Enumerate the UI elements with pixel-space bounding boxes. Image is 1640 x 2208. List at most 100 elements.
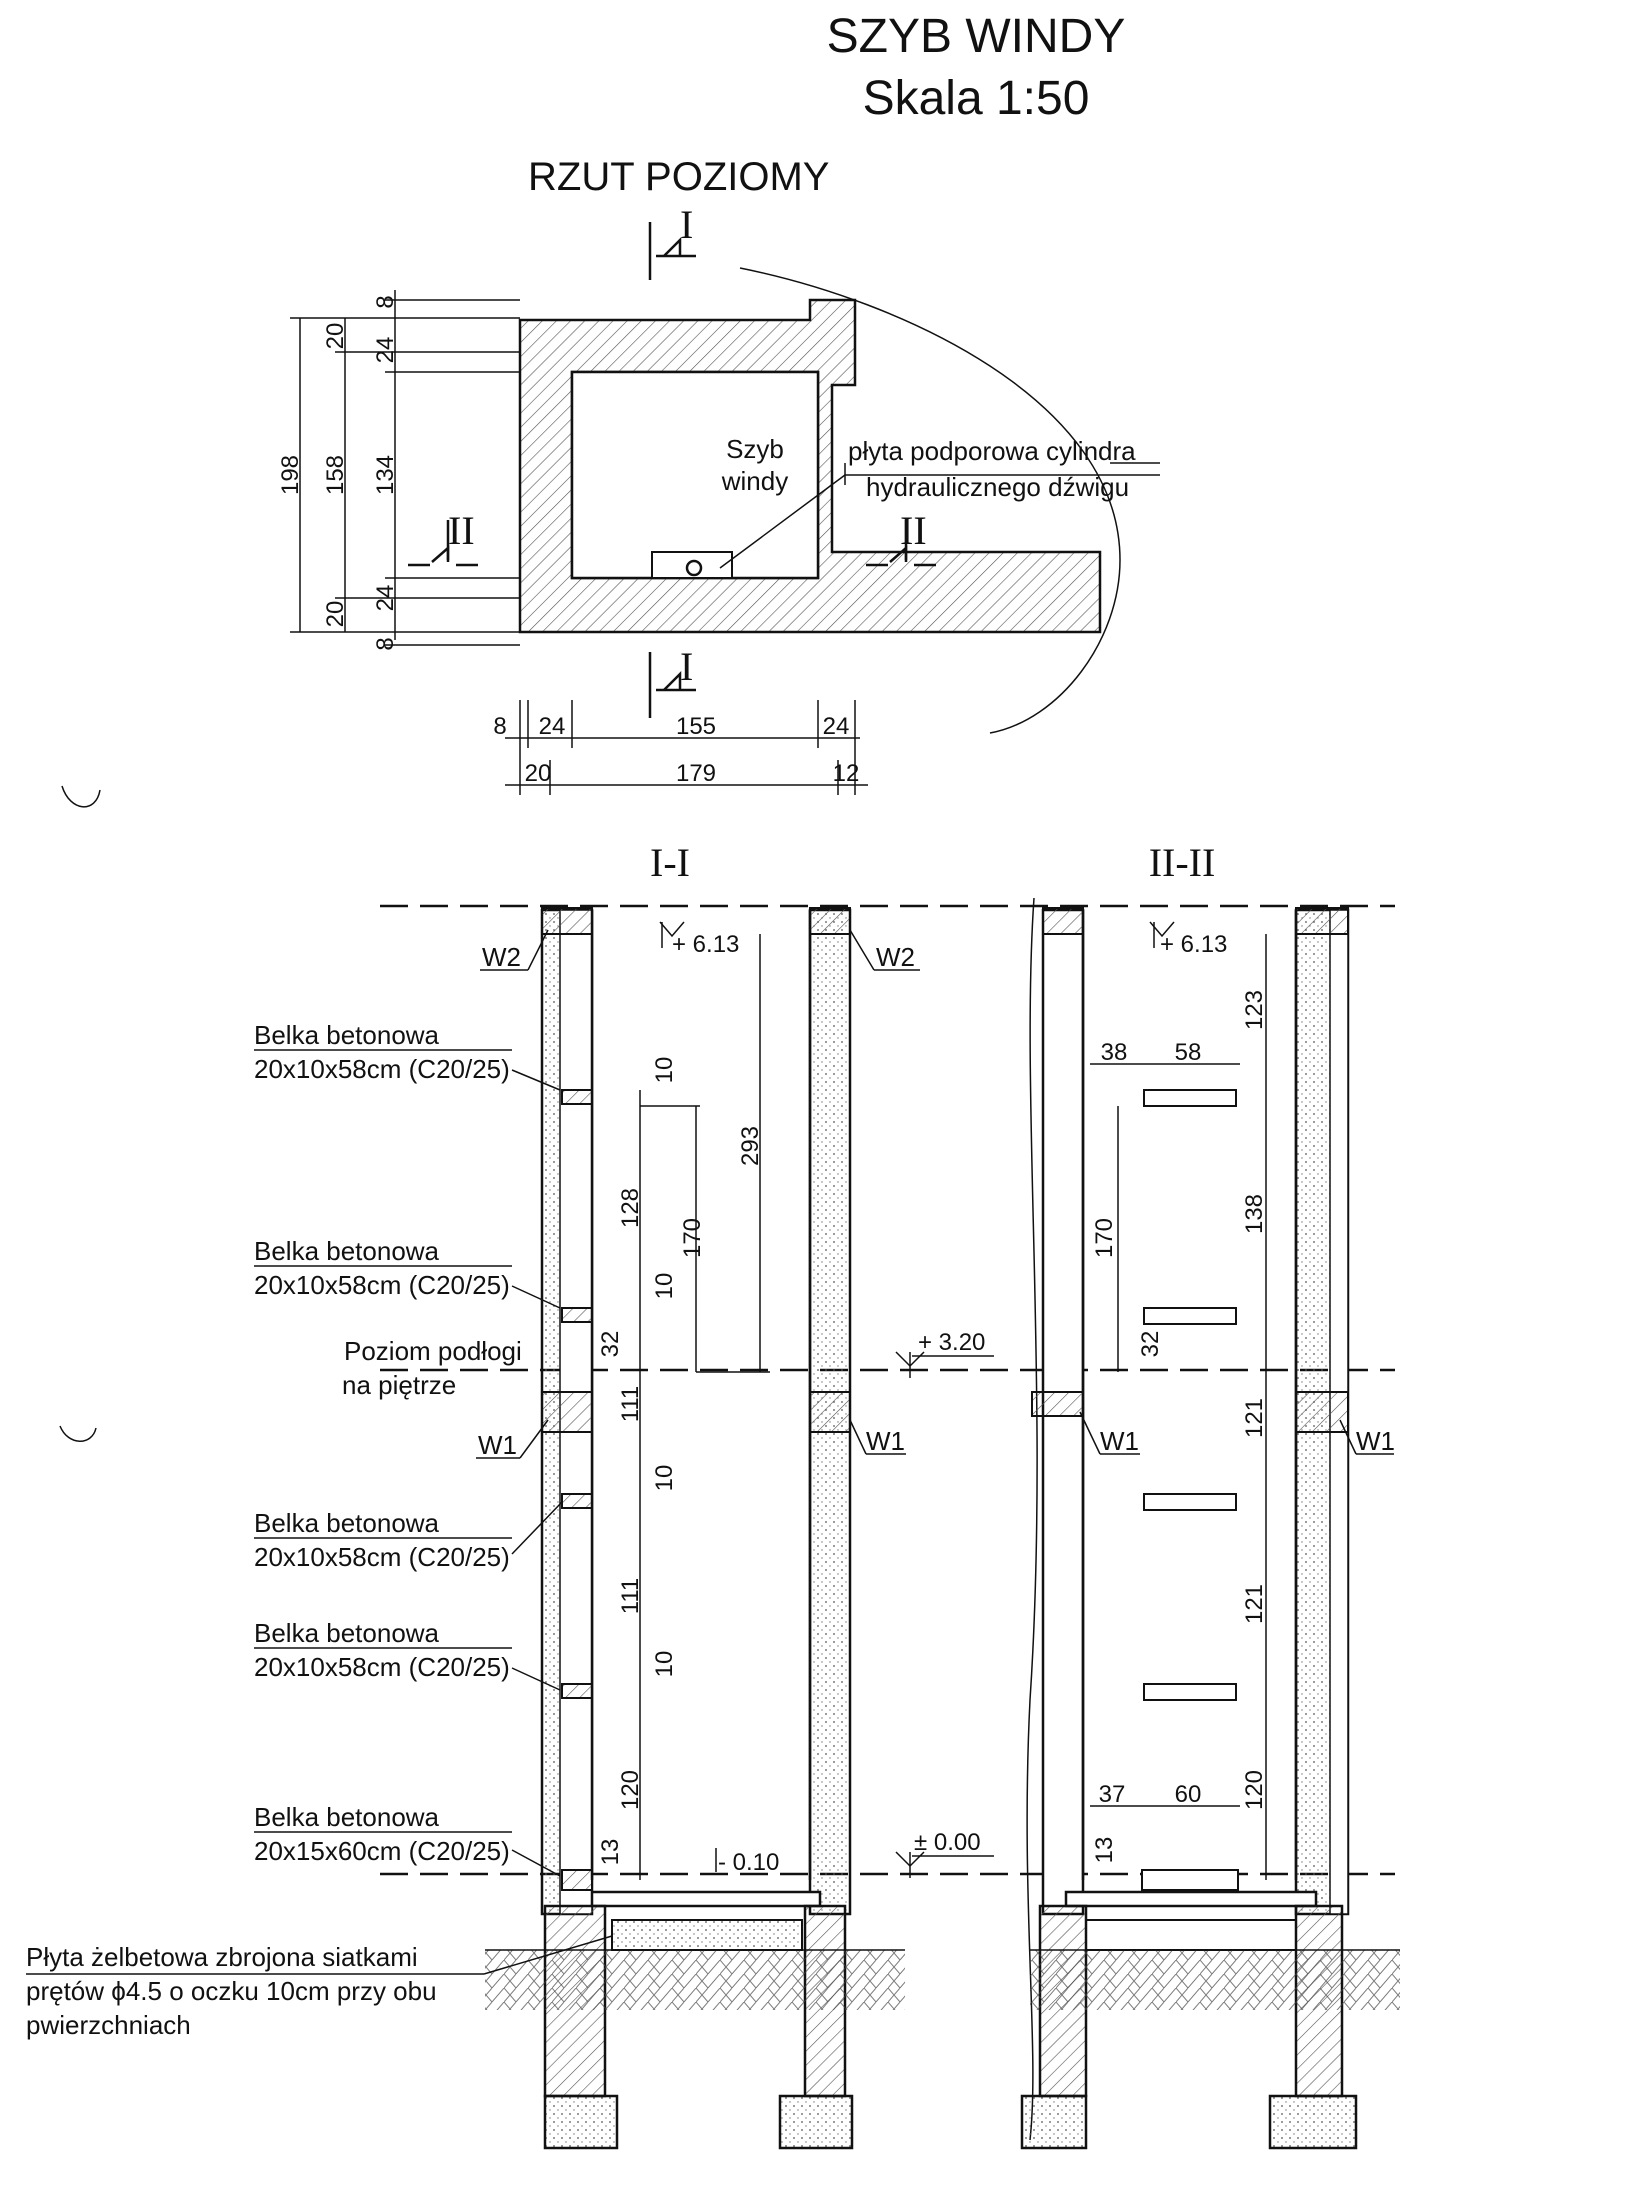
beam-label-2-line1: Belka betonowa [254,1236,440,1266]
svg-text:8: 8 [372,295,399,308]
beam-label-4-line1: Belka betonowa [254,1618,440,1648]
svg-text:58: 58 [1175,1039,1202,1066]
level-marks: + 3.20 ± 0.00 [895,1329,994,1878]
svg-text:120: 120 [617,1770,644,1810]
beam-opening [1143,1089,1237,1107]
soil-II [1030,1950,1400,2010]
footing-right-II [1268,2094,1358,2150]
svg-text:10: 10 [651,1465,678,1492]
plan-shaft-interior [570,370,820,580]
svg-text:121: 121 [1241,1398,1268,1438]
soil-I [485,1950,905,2010]
svg-text:24: 24 [823,713,850,740]
svg-text:111: 111 [617,1578,644,1614]
svg-text:293: 293 [737,1126,764,1166]
cut-marker-II-left: II [408,508,478,567]
slab-note-line3: pwierzchniach [26,2010,191,2040]
cut-marker-I-top: I [648,202,696,280]
shaft-label-2: windy [721,466,788,496]
beam-label-3-line2: 20x10x58cm (C20/25) [254,1542,510,1572]
beam-stub [561,1869,593,1891]
punch-hole [59,1425,97,1442]
svg-text:123: 123 [1241,990,1268,1030]
beam-opening [1143,1493,1237,1511]
pit-slab-I [590,1890,822,1908]
svg-text:8: 8 [493,713,506,740]
svg-text:10: 10 [651,1057,678,1084]
svg-text:155: 155 [676,713,716,740]
beam-label-3-line1: Belka betonowa [254,1508,440,1538]
beam-label-5-line2: 20x15x60cm (C20/25) [254,1836,510,1866]
svg-text:I: I [680,202,693,247]
section-I-title: I-I [650,840,690,885]
svg-text:120: 120 [1241,1770,1268,1810]
svg-text:12: 12 [833,760,860,787]
drawing-scale: Skala 1:50 [863,72,1090,125]
cut-marker-II-right: II [866,508,936,567]
level-zero-label: ± 0.00 [914,1829,981,1856]
beam-stub [561,1683,593,1699]
slab-note-line1: Płyta żelbetowa zbrojona siatkami [26,1942,418,1972]
w2-right [809,907,851,935]
svg-text:121: 121 [1241,1584,1268,1624]
svg-text:I: I [680,644,693,689]
plan-break-line [739,267,1121,734]
plan-view: Szyb windy płyta podporowa cylindra hydr… [277,202,1160,795]
svg-text:20: 20 [322,323,349,350]
svg-text:32: 32 [597,1331,624,1358]
svg-text:II: II [900,508,927,553]
w1-left [541,1391,593,1433]
svg-text:20: 20 [322,601,349,628]
label-w2-left: W2 [482,942,521,972]
w1-right [809,1391,851,1433]
section-I: + 6.13 - 0.10 W2 W2 W1 W1 Belka betonowa… [254,907,920,2150]
svg-text:+ 6.13: + 6.13 [1160,931,1227,958]
section-II-title: II-II [1149,840,1216,885]
svg-text:20: 20 [525,760,552,787]
beam-label-5-line1: Belka betonowa [254,1802,440,1832]
beam-stub [561,1307,593,1323]
svg-text:13: 13 [597,1839,624,1866]
svg-text:134: 134 [372,455,399,495]
pit-slab-II [1064,1890,1318,1908]
w1-right-II [1295,1391,1349,1433]
svg-text:24: 24 [539,713,566,740]
label-w2-right: W2 [876,942,915,972]
slab-note: Płyta żelbetowa zbrojona siatkami prętów… [26,1935,613,2040]
beam-stub [561,1089,593,1105]
beam-label-2-line2: 20x10x58cm (C20/25) [254,1270,510,1300]
svg-text:- 0.10: - 0.10 [718,1849,779,1876]
plate-note-1: płyta podporowa cylindra [848,436,1136,466]
floor-label-1: Poziom podłogi [344,1336,522,1366]
beam-stub [561,1493,593,1509]
footing-left-I [543,2094,619,2150]
svg-text:158: 158 [322,455,349,495]
floor-label-2: na piętrze [342,1370,456,1400]
beam-label-4-line2: 20x10x58cm (C20/25) [254,1652,510,1682]
w2-left [541,907,593,935]
svg-text:60: 60 [1175,1781,1202,1808]
svg-text:32: 32 [1137,1331,1164,1358]
beam-label-1-line1: Belka betonowa [254,1020,440,1050]
label-w1-right: W1 [866,1426,905,1456]
beam-opening [1143,1307,1237,1325]
shaft-label-1: Szyb [726,434,784,464]
slab-note-line2: prętów ϕ4.5 o oczku 10cm przy obu [26,1976,437,2006]
support-plate [651,551,733,579]
punch-hole [61,785,101,808]
svg-text:170: 170 [679,1218,706,1258]
svg-text:24: 24 [372,585,399,612]
svg-text:10: 10 [651,1273,678,1300]
svg-text:13: 13 [1091,1837,1118,1864]
plan-horizontal-dims: 8 24 155 24 20 179 12 [493,700,868,795]
svg-text:24: 24 [372,337,399,364]
drawing-title: SZYB WINDY [827,10,1126,63]
beam-opening [1143,1683,1237,1701]
svg-text:198: 198 [277,455,304,495]
section-II: + 6.13 W1 W1 38 58 37 60 123 138 121 121… [1020,897,1400,2150]
svg-text:II: II [448,508,475,553]
plan-vertical-dims: 198 20 158 20 8 24 134 24 8 [277,290,520,651]
svg-text:170: 170 [1091,1218,1118,1258]
svg-text:128: 128 [617,1188,644,1228]
